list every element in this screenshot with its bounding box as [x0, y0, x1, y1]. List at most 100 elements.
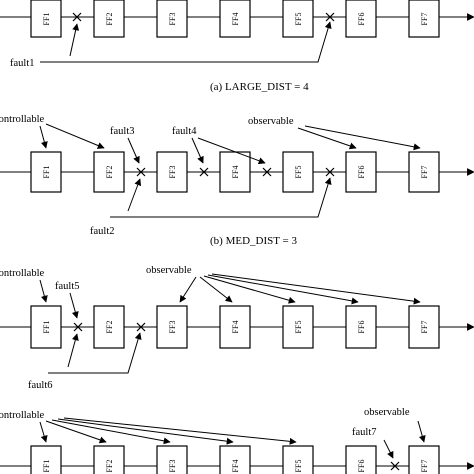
- controllable-arrow: [57, 418, 234, 445]
- fault7-arrow: [383, 439, 394, 459]
- svg-text:FF1: FF1: [42, 166, 51, 179]
- svg-text:FF5: FF5: [294, 13, 303, 26]
- observable-arrow: [211, 273, 421, 305]
- svg-text:FF1: FF1: [42, 321, 51, 334]
- flip-flop-ff6: FF6: [345, 151, 377, 193]
- fault1-label: fault1: [10, 58, 35, 69]
- svg-text:FF2: FF2: [105, 13, 114, 26]
- controllable-arrow: [39, 279, 48, 303]
- flip-flop-ff1: FF1: [30, 445, 62, 474]
- svg-text:FF6: FF6: [357, 166, 366, 179]
- flip-flop-ff4: FF4: [219, 151, 251, 193]
- flip-flop-ff4: FF4: [219, 305, 251, 349]
- fault3-arrow: [127, 137, 140, 164]
- panel-d: FF1 FF2 FF3 FF4 FF5 FF6 FF7 controllable…: [0, 407, 474, 474]
- svg-text:FF3: FF3: [168, 460, 177, 473]
- flip-flop-ff1: FF1: [30, 0, 62, 38]
- svg-text:FF4: FF4: [231, 13, 240, 26]
- svg-text:FF4: FF4: [231, 321, 240, 334]
- svg-text:FF3: FF3: [168, 321, 177, 334]
- svg-text:FF6: FF6: [357, 321, 366, 334]
- panel-b-caption: (b) MED_DIST = 3: [210, 235, 297, 247]
- controllable-arrow: [45, 123, 105, 149]
- observable-arrow: [304, 125, 421, 151]
- fault-x-mark: [325, 12, 335, 22]
- fault5-label: fault5: [55, 281, 80, 292]
- fault-x-mark: [199, 167, 209, 177]
- fault2-arrow: [127, 178, 142, 212]
- fault4-arrow: [191, 137, 204, 164]
- panel-d-observable-label: observable: [364, 407, 410, 418]
- svg-text:FF5: FF5: [294, 460, 303, 473]
- flip-flop-ff4: FF4: [219, 0, 251, 38]
- controllable-arrow: [39, 125, 48, 149]
- flip-flop-ff2: FF2: [93, 445, 125, 474]
- svg-text:FF6: FF6: [357, 13, 366, 26]
- observable-arrow: [417, 420, 426, 443]
- flip-flop-ff2: FF2: [93, 0, 125, 38]
- panel-a: FF1 FF2 FF3 FF4 FF5 FF6 FF7 fault1 (a) L…: [0, 0, 474, 93]
- fault-x-mark: [136, 167, 146, 177]
- flip-flop-ff5: FF5: [282, 445, 314, 474]
- fault-x-mark: [325, 167, 335, 177]
- flip-flop-ff1: FF1: [30, 305, 62, 349]
- fault-x-mark: [73, 322, 83, 332]
- flip-flop-ff2: FF2: [93, 151, 125, 193]
- fault4-label: fault4: [172, 126, 197, 137]
- svg-text:FF7: FF7: [420, 460, 429, 473]
- panel-b-flip-flops: FF1 FF2 FF3 FF4 FF5 FF6 FF7: [30, 151, 440, 193]
- svg-text:FF4: FF4: [231, 460, 240, 473]
- panel-b-controllable-label: controllable: [0, 114, 44, 125]
- flip-flop-ff2: FF2: [93, 305, 125, 349]
- fault6-arrow: [67, 333, 79, 368]
- svg-text:FF7: FF7: [420, 13, 429, 26]
- panel-d-flip-flops: FF1 FF2 FF3 FF4 FF5 FF6 FF7: [30, 445, 440, 474]
- svg-text:FF5: FF5: [294, 166, 303, 179]
- flip-flop-ff5: FF5: [282, 305, 314, 349]
- observable-arrow: [203, 275, 296, 304]
- panel-c-observable-label: observable: [146, 265, 192, 276]
- panel-a-flip-flops: FF1 FF2 FF3 FF4 FF5 FF6 FF7: [30, 0, 440, 38]
- flip-flop-ff7: FF7: [408, 305, 440, 349]
- controllable-arrow: [39, 421, 48, 443]
- flip-flop-ff7: FF7: [408, 151, 440, 193]
- panel-b: FF1 FF2 FF3 FF4 FF5 FF6 FF7 controllable…: [0, 114, 474, 247]
- flip-flop-ff3: FF3: [156, 151, 188, 193]
- observable-arrow: [199, 276, 233, 303]
- fault6-connector: [48, 332, 142, 374]
- flip-flop-ff1: FF1: [30, 151, 62, 193]
- fault3-label: fault3: [110, 126, 135, 137]
- panel-d-controllable-label: controllable: [0, 410, 44, 421]
- flip-flop-ff7: FF7: [408, 0, 440, 38]
- svg-text:FF2: FF2: [105, 321, 114, 334]
- controllable-arrow: [45, 420, 107, 444]
- svg-text:FF1: FF1: [42, 13, 51, 26]
- observable-arrow: [179, 276, 197, 303]
- fault5-arrow: [69, 292, 79, 319]
- flip-flop-ff3: FF3: [156, 0, 188, 38]
- svg-text:FF5: FF5: [294, 321, 303, 334]
- fault1-arrow: [69, 23, 80, 57]
- panel-c-flip-flops: FF1 FF2 FF3 FF4 FF5 FF6 FF7: [30, 305, 440, 349]
- observable-arrow: [207, 274, 359, 305]
- controllable-arrow: [63, 417, 297, 445]
- flip-flop-ff6: FF6: [345, 445, 377, 474]
- flip-flop-ff6: FF6: [345, 305, 377, 349]
- panel-c-controllable-label: controllable: [0, 268, 44, 279]
- fault4-arrow: [197, 137, 266, 165]
- svg-text:FF4: FF4: [231, 166, 240, 179]
- fault-x-mark: [390, 461, 400, 471]
- flip-flop-ff5: FF5: [282, 0, 314, 38]
- controllable-arrow: [51, 419, 171, 445]
- flip-flop-ff6: FF6: [345, 0, 377, 38]
- svg-text:FF2: FF2: [105, 166, 114, 179]
- panel-c: FF1 FF2 FF3 FF4 FF5 FF6 FF7 controllable…: [0, 265, 474, 391]
- flip-flop-ff5: FF5: [282, 151, 314, 193]
- observable-arrow: [297, 127, 357, 150]
- svg-text:FF7: FF7: [420, 166, 429, 179]
- panel-a-caption: (a) LARGE_DIST = 4: [210, 81, 309, 93]
- fault6-label: fault6: [28, 380, 53, 391]
- fault2-connector: [110, 177, 332, 218]
